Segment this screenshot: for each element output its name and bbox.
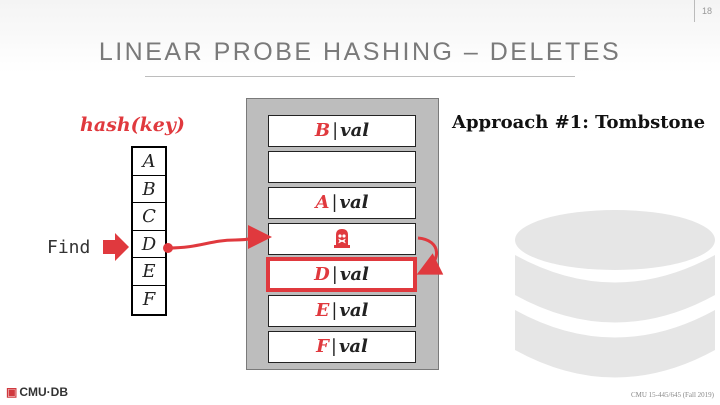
hash-function-label: hash(key) [80, 114, 185, 136]
find-label: Find [47, 237, 91, 258]
slot-value: val [340, 120, 370, 141]
hash-cell: D [133, 231, 165, 259]
slot-separator: | [331, 300, 338, 321]
slide-number: 18 [693, 0, 712, 22]
slot-separator: | [332, 120, 339, 141]
hash-key-table: A B C D E F [131, 146, 167, 316]
hash-cell: A [133, 148, 165, 176]
slot-4-highlighted: D|val [266, 257, 417, 292]
hash-pointer-arrow [167, 225, 272, 250]
slot-key: F [316, 336, 329, 357]
find-arrow-icon [103, 233, 129, 261]
slot-3 [268, 223, 416, 255]
slot-key: D [314, 264, 330, 285]
title-divider [145, 76, 575, 77]
slot-2: A|val [268, 187, 416, 219]
slide-title: LINEAR PROBE HASHING – DELETES [98, 38, 622, 66]
slot-separator: | [330, 336, 337, 357]
hash-cell: C [133, 203, 165, 231]
slot-1 [268, 151, 416, 183]
hash-cell: F [142, 288, 156, 310]
hash-cell: E [133, 258, 165, 286]
slot-value: val [339, 264, 369, 285]
slot-key: A [315, 192, 330, 213]
slot-value: val [339, 300, 369, 321]
tombstone-icon [334, 229, 350, 248]
slot-value: val [339, 192, 369, 213]
slot-5: E|val [268, 295, 416, 327]
slot-0: B|val [268, 115, 416, 147]
footer-logo-text: CMU·DB [19, 385, 68, 399]
database-watermark-icon [515, 210, 715, 378]
footer-course: CMU 15-445/645 (Fall 2019) [630, 391, 714, 399]
slot-value: val [338, 336, 368, 357]
slot-key: E [315, 300, 330, 321]
slot-separator: | [331, 264, 338, 285]
approach-heading: Approach #1: Tombstone [452, 112, 706, 133]
slot-key: B [314, 120, 331, 141]
slot-6: F|val [268, 331, 416, 363]
cmu-db-logo-icon: ▣ [6, 385, 18, 399]
probe-arrow [416, 236, 444, 275]
hash-cell: B [133, 176, 165, 204]
cmu-db-logo: ▣ CMU·DB [6, 385, 68, 399]
slot-separator: | [331, 192, 338, 213]
